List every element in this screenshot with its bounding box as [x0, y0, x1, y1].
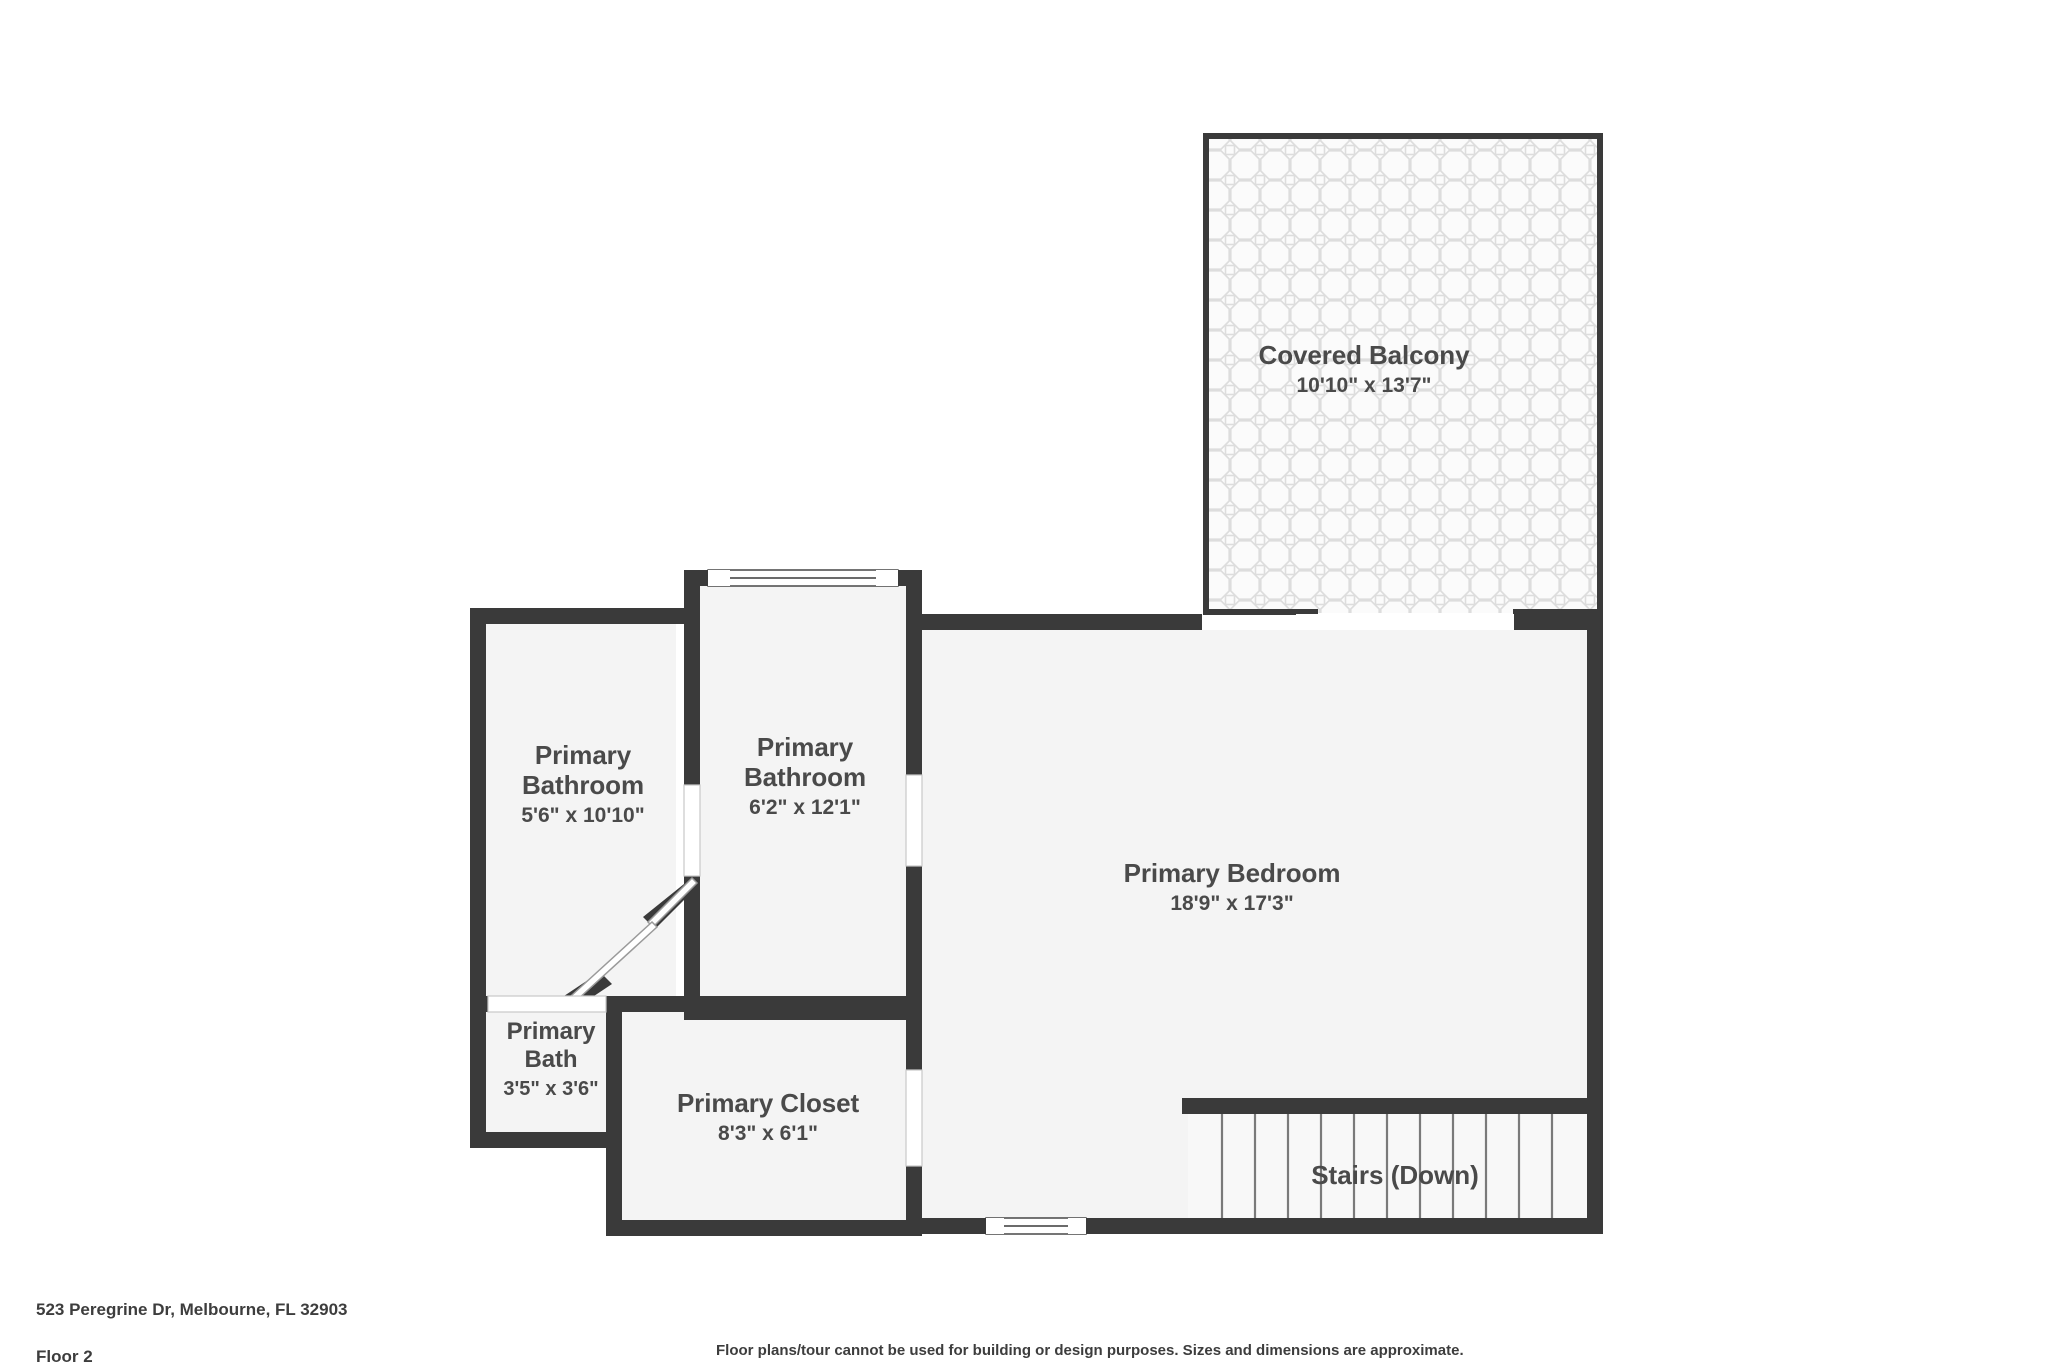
- wall-stairs-top: [1182, 1098, 1603, 1114]
- room-label-primary-bath: Primary Bath 3'5" x 3'6": [451, 1018, 651, 1101]
- slider-bedroom-to-balcony[interactable]: [1296, 614, 1514, 630]
- room-fill-primary-closet[interactable]: [622, 1012, 914, 1220]
- room-name-primary-closet: Primary Closet: [676, 1088, 860, 1118]
- wall-closet-top: [606, 996, 922, 1012]
- room-label-primary-bathroom-left: Primary Bathroom 5'6" x 10'10": [463, 740, 703, 829]
- wall-bedroom-bottom-right: [1086, 1218, 1603, 1234]
- stairs-treads: [1220, 1112, 1554, 1220]
- openings: [487, 614, 1514, 1167]
- stairs-down-label: Stairs (Down): [1311, 1160, 1479, 1190]
- door-primary-bath-top[interactable]: [487, 995, 607, 1013]
- wall-balcony-left: [1203, 133, 1209, 615]
- room-name-primary-bathroom-middle: Primary Bathroom: [744, 732, 866, 793]
- wall-bath-left-top: [470, 608, 692, 624]
- room-name-primary-bath: Primary Bath: [506, 1018, 596, 1073]
- wall-bath-mid-east-lower: [906, 866, 922, 1012]
- room-dimensions-primary-bath: 3'5" x 3'6": [503, 1077, 599, 1100]
- room-label-covered-balcony: Covered Balcony 10'10" x 13'7": [1214, 340, 1514, 399]
- room-label-primary-bedroom: Primary Bedroom 18'9" x 17'3": [1032, 858, 1432, 917]
- wall-bath-mid-west-upper: [684, 570, 700, 785]
- door-closet-to-bedroom[interactable]: [905, 1069, 923, 1167]
- wall-balcony-right: [1597, 133, 1603, 615]
- window-bath-middle-top[interactable]: [707, 569, 899, 587]
- room-dimensions-primary-bedroom: 18'9" x 17'3": [1170, 892, 1294, 916]
- property-address: 523 Peregrine Dr, Melbourne, FL 32903: [36, 1300, 348, 1319]
- room-dimensions-primary-bathroom-middle: 6'2" x 12'1": [749, 796, 861, 820]
- wall-primary-bath-top-left: [470, 996, 488, 1012]
- room-label-primary-closet: Primary Closet 8'3" x 6'1": [618, 1088, 918, 1147]
- wall-bedroom-top-right: [1513, 614, 1603, 630]
- room-dimensions-primary-closet: 8'3" x 6'1": [718, 1122, 818, 1146]
- disclaimer-text: Floor plans/tour cannot be used for buil…: [716, 1342, 1464, 1359]
- wall-closet-bottom: [606, 1220, 922, 1236]
- wall-bedroom-bottom-left: [906, 1218, 986, 1234]
- wall-closet-east-lower: [906, 1166, 922, 1236]
- wall-bedroom-top-left: [914, 614, 1202, 630]
- room-name-primary-bathroom-left: Primary Bathroom: [522, 740, 644, 801]
- wall-primary-bath-bottom: [470, 1132, 622, 1148]
- door-bath-middle-to-bedroom[interactable]: [905, 774, 923, 867]
- room-dimensions-covered-balcony: 10'10" x 13'7": [1296, 374, 1432, 398]
- room-fill-primary-bath[interactable]: [478, 1012, 614, 1140]
- wall-bath-mid-west-lower: [684, 876, 700, 1012]
- wall-bath-left-west: [470, 608, 486, 1148]
- wall-closet-west: [606, 996, 622, 1236]
- floor-indicator: Floor 2: [36, 1347, 93, 1366]
- door-bath-left-to-middle[interactable]: [683, 784, 701, 877]
- room-name-covered-balcony: Covered Balcony: [1258, 340, 1470, 370]
- windows: [707, 569, 1087, 1235]
- wall-balcony-bottom-left: [1203, 609, 1318, 615]
- wall-closet-east-upper: [906, 1012, 922, 1070]
- room-fill-primary-bathroom-middle[interactable]: [692, 578, 914, 1004]
- wall-bedroom-east: [1587, 614, 1603, 1234]
- window-bedroom-bottom[interactable]: [985, 1217, 1087, 1235]
- room-dimensions-primary-bathroom-left: 5'6" x 10'10": [521, 804, 645, 828]
- wall-balcony-bottom-right: [1513, 609, 1603, 615]
- wall-balcony-top: [1203, 133, 1603, 139]
- room-label-primary-bathroom-middle: Primary Bathroom 6'2" x 12'1": [685, 732, 925, 821]
- room-fills: [478, 138, 1598, 1220]
- room-name-primary-bedroom: Primary Bedroom: [1123, 858, 1341, 888]
- room-fill-covered-balcony[interactable]: [1208, 138, 1598, 613]
